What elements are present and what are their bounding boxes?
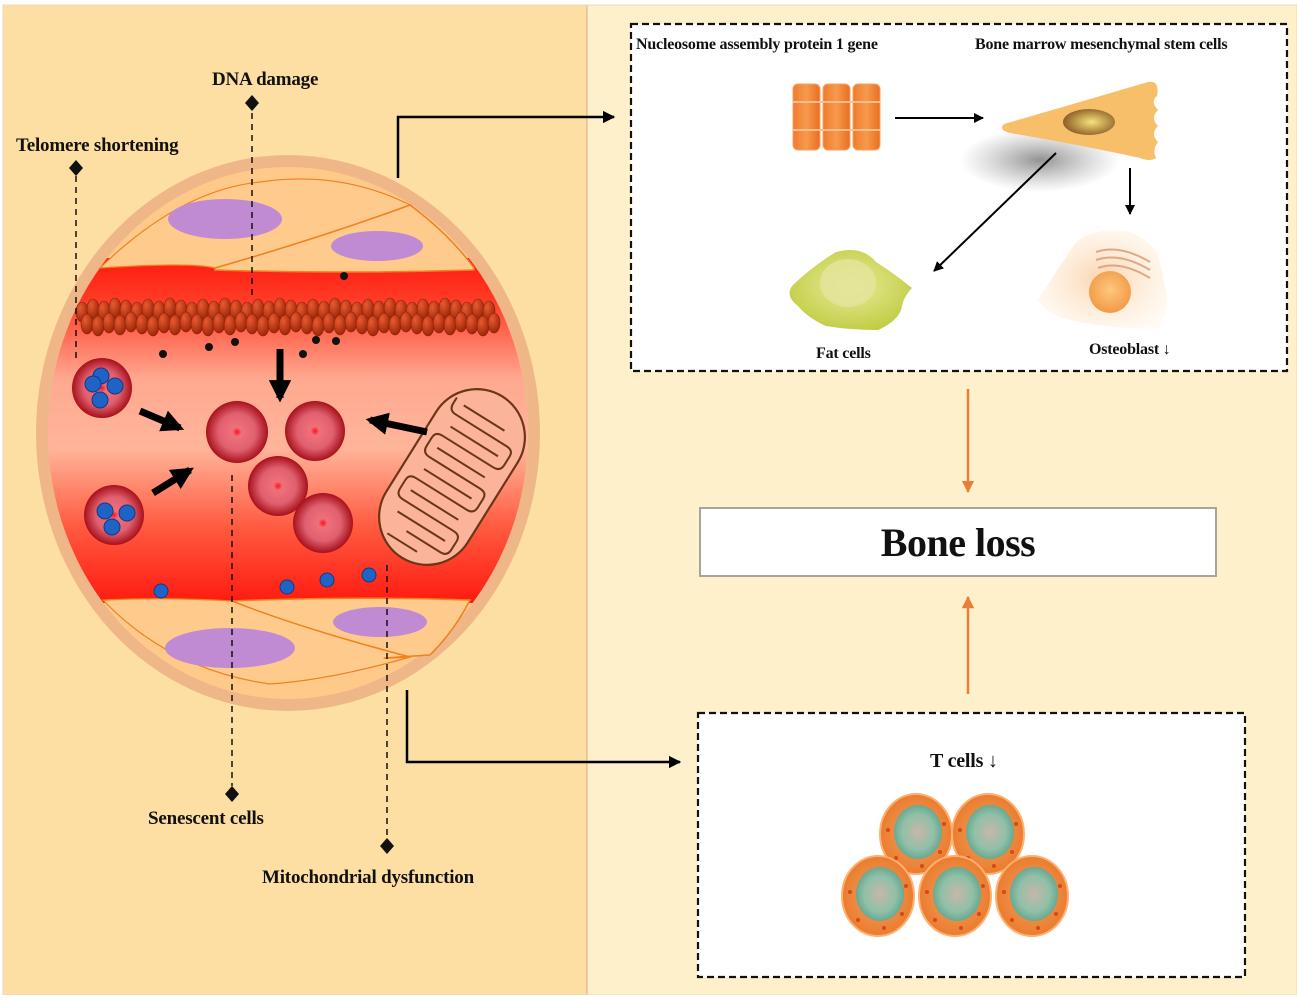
gene-icon <box>792 83 881 151</box>
senescent-cells-label: Senescent cells <box>148 808 264 829</box>
platelet <box>80 313 94 335</box>
platelet <box>245 313 259 335</box>
diamond-icon <box>225 786 239 802</box>
aged-red-cell <box>84 485 144 545</box>
diamond-icon <box>245 95 259 111</box>
t-cell <box>841 855 915 937</box>
platelet <box>201 315 215 337</box>
t-cell <box>995 855 1069 937</box>
platelet <box>300 313 314 335</box>
platelet <box>421 315 435 337</box>
connector-arrows <box>396 110 682 769</box>
cell-nucleus <box>333 607 427 637</box>
leader-lines <box>75 113 388 838</box>
platelet <box>212 312 226 334</box>
platelet <box>410 313 424 335</box>
t-cell <box>918 855 992 937</box>
platelet <box>113 314 127 336</box>
mitochondrial-dysfunction-label: Mitochondrial dysfunction <box>262 867 474 888</box>
platelet <box>146 315 160 337</box>
msc-to-fat-arrow <box>933 152 1057 272</box>
fat-cells-label: Fat cells <box>816 345 871 362</box>
senescent-cell-cluster <box>206 401 353 553</box>
cell-nucleus <box>331 231 423 261</box>
platelet <box>388 314 402 336</box>
platelet <box>377 312 391 334</box>
cell-nucleus <box>165 628 295 668</box>
gene-label: Nucleosome assembly protein 1 gene <box>636 36 878 53</box>
msc-label: Bone marrow mesenchymal stem cells <box>975 36 1228 53</box>
thick-arrows <box>138 349 428 496</box>
platelet <box>102 312 116 334</box>
t-cell <box>879 793 953 875</box>
mitochondrion <box>377 388 527 566</box>
platelet <box>399 311 413 333</box>
platelet <box>234 311 248 333</box>
t-cell <box>951 793 1025 875</box>
platelet <box>333 314 347 336</box>
platelet <box>179 311 193 333</box>
telomere-shortening-label: Telomere shortening <box>16 135 179 156</box>
blue-particles <box>153 567 377 599</box>
platelet-band <box>75 297 501 337</box>
diamond-icon <box>380 838 394 854</box>
platelet <box>454 311 468 333</box>
bone-loss-label: Bone loss <box>880 519 1036 565</box>
fat-cell-icon <box>789 249 912 330</box>
platelet <box>366 315 380 337</box>
platelet <box>311 315 325 337</box>
platelet <box>157 312 171 334</box>
platelet <box>432 312 446 334</box>
platelet <box>487 312 501 334</box>
platelet <box>124 311 138 333</box>
platelet <box>289 311 303 333</box>
platelet <box>190 313 204 335</box>
platelet <box>355 313 369 335</box>
msc-cell-icon <box>960 81 1158 192</box>
dna-damage-label: DNA damage <box>212 69 319 90</box>
osteoblast-label: Osteoblast ↓ <box>1089 341 1171 358</box>
msc-differentiation-box <box>629 22 1289 373</box>
cell-nucleus <box>168 199 282 239</box>
diamond-markers <box>69 95 394 854</box>
platelet <box>91 315 105 337</box>
t-cell-cluster <box>841 793 1069 937</box>
t-cells-label: T cells ↓ <box>930 750 998 772</box>
platelet <box>278 314 292 336</box>
platelet <box>465 313 479 335</box>
dna-damage-particles <box>159 272 348 358</box>
platelet <box>344 311 358 333</box>
platelet <box>223 314 237 336</box>
bone-loss-box: Bone loss <box>699 507 1217 577</box>
osteoblast-icon <box>1038 230 1167 329</box>
platelet <box>476 315 490 337</box>
platelet <box>168 314 182 336</box>
platelet <box>322 312 336 334</box>
platelet <box>135 313 149 335</box>
platelet <box>443 314 457 336</box>
aged-red-cell <box>72 358 132 418</box>
diamond-icon <box>69 160 83 176</box>
platelet <box>256 315 270 337</box>
platelet <box>267 312 281 334</box>
